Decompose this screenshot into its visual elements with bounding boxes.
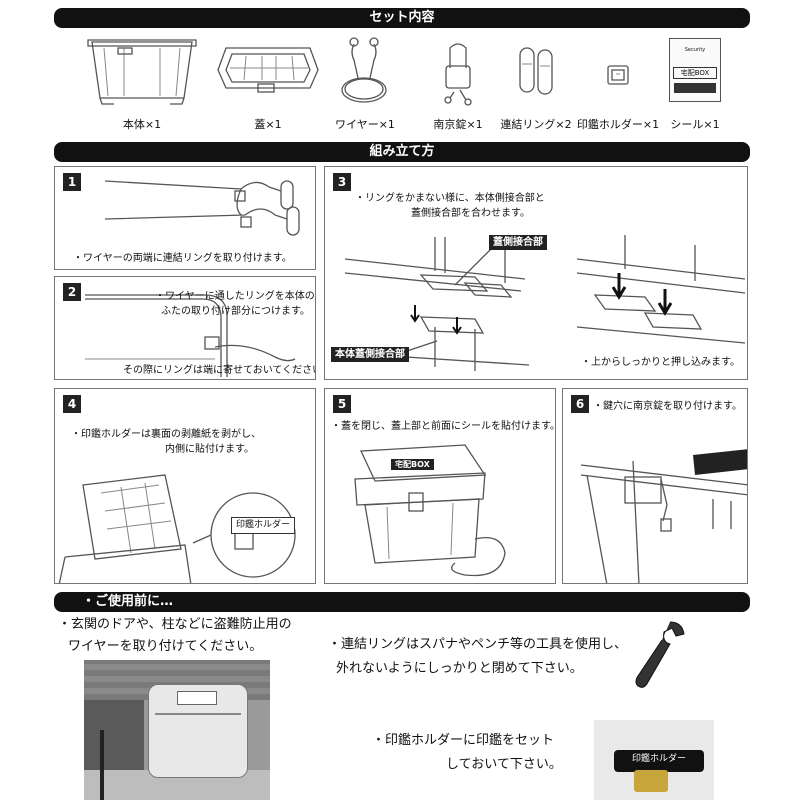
step-6-panel: 6 ・鍵穴に南京錠を取り付けます。 bbox=[562, 388, 748, 584]
sticker-security-text: Security bbox=[684, 47, 706, 53]
step-1-panel: 1 ・ワイヤーの両端に連結リングを取り付けます。 bbox=[54, 166, 316, 270]
sticker-box-text: 宅配BOX bbox=[673, 67, 717, 79]
ring-note-line2: 外れないようにしっかりと閉めて下さい。 bbox=[336, 661, 583, 676]
box-lid-icon bbox=[217, 47, 319, 93]
wire-note-line2: ワイヤーを取り付けてください。 bbox=[68, 639, 263, 654]
item-label: シール×1 bbox=[670, 118, 720, 131]
padlock-icon bbox=[444, 43, 472, 106]
seal-holder-body bbox=[614, 750, 704, 772]
closed-box-illustration bbox=[354, 444, 506, 577]
item-lid: 蓋×1 bbox=[212, 34, 324, 131]
step-5-panel: 5 ・蓋を閉じ、蓋上部と前面にシールを貼付けます。 宅配BOX bbox=[324, 388, 556, 584]
step-number: 1 bbox=[63, 173, 81, 191]
step-5-text: ・蓋を閉じ、蓋上部と前面にシールを貼付けます。 bbox=[331, 421, 556, 432]
pole bbox=[100, 730, 104, 800]
step-number: 5 bbox=[333, 395, 351, 413]
assembly-section-header: 組み立て方 bbox=[54, 142, 750, 162]
step-4-panel: 4 ・印鑑ホルダーは裏面の剥離紙を剥がし、 内側に貼付けます。 印鑑ホルダー bbox=[54, 388, 316, 584]
step-4-text-line1: ・印鑑ホルダーは裏面の剥離紙を剥がし、 bbox=[71, 429, 261, 440]
lid-joint-tag: 蓋側接合部 bbox=[489, 235, 547, 250]
item-label: 南京錠×1 bbox=[433, 118, 483, 131]
wire-icon bbox=[341, 37, 387, 103]
ring-attach-illustration bbox=[85, 294, 296, 377]
item-link-ring: 連結リング×2 bbox=[496, 34, 576, 131]
box-window bbox=[177, 691, 217, 705]
item-seal-holder: 印鑑ホルダー×1 bbox=[576, 34, 660, 131]
step-1-text: ・ワイヤーの両端に連結リングを取り付けます。 bbox=[73, 253, 292, 264]
item-label: ワイヤー×1 bbox=[335, 118, 395, 131]
step-3-text-line1: ・リングをかまない様に、本体側接合部と bbox=[355, 193, 545, 204]
step-2-text-line2: ふたの取り付け部分につけます。 bbox=[161, 306, 310, 317]
seal-holder-photo-label: 印鑑ホルダー bbox=[631, 754, 686, 764]
body-joint-tag: 本体蓋側接合部 bbox=[331, 347, 409, 362]
wire-ring-illustration bbox=[104, 180, 300, 236]
delivery-box-photo bbox=[148, 684, 248, 778]
joint-alignment-illustration bbox=[344, 235, 746, 371]
holder-attach-illustration bbox=[58, 474, 296, 583]
seal-note-line1: ・印鑑ホルダーに印鑑をセット bbox=[372, 733, 555, 748]
padlock-attach-illustration bbox=[580, 449, 747, 583]
box-body-icon bbox=[87, 39, 197, 105]
box-seam bbox=[155, 713, 241, 715]
step-3-text-line2: 蓋側接合部を合わせます。 bbox=[411, 208, 530, 219]
seal-holder-icon bbox=[607, 65, 629, 85]
lid-sticker: 宅配BOX bbox=[391, 459, 434, 470]
item-box-body: 本体×1 bbox=[84, 34, 200, 131]
item-label: 印鑑ホルダー×1 bbox=[576, 118, 660, 131]
entrance-photo bbox=[84, 660, 270, 800]
step-3-panel: 3 ・リングをかまない様に、本体側接合部と 蓋側接合部を合わせます。 蓋側接合部… bbox=[324, 166, 748, 380]
ring-note-line1: ・連結リングはスパナやペンチ等の工具を使用し、 bbox=[328, 637, 628, 652]
wire-note-line1: ・玄関のドアや、柱などに盗難防止用の bbox=[58, 617, 292, 632]
seal-stamp bbox=[634, 770, 668, 792]
step-6-text: ・鍵穴に南京錠を取り付けます。 bbox=[593, 401, 742, 412]
step-3-note: ・上からしっかりと押し込みます。 bbox=[581, 357, 740, 368]
seal-holder-photo: 印鑑ホルダー bbox=[594, 720, 714, 800]
item-padlock: 南京錠×1 bbox=[426, 34, 490, 131]
sticker-dark-strip bbox=[674, 83, 716, 93]
item-label: 本体×1 bbox=[122, 118, 162, 131]
link-ring-icon bbox=[519, 47, 553, 95]
step-number: 4 bbox=[63, 395, 81, 413]
contents-section-header: セット内容 bbox=[54, 8, 750, 28]
step-number: 6 bbox=[571, 395, 589, 413]
step-number: 2 bbox=[63, 283, 81, 301]
step-4-text-line2: 内側に貼付けます。 bbox=[165, 444, 254, 455]
before-use-section-header: ・ご使用前に… bbox=[54, 592, 750, 612]
sticker-sheet: Security 宅配BOX bbox=[669, 38, 721, 102]
wrench-icon bbox=[635, 621, 685, 688]
step-2-panel: 2 ・ワイヤーに通したリングを本体の ふたの取り付け部分につけます。 その際にリ… bbox=[54, 276, 316, 380]
step-2-text-line1: ・ワイヤーに通したリングを本体の bbox=[155, 291, 315, 302]
item-sticker: Security 宅配BOX シール×1 bbox=[660, 34, 730, 131]
holder-label: 印鑑ホルダー bbox=[231, 517, 296, 534]
item-wire: ワイヤー×1 bbox=[330, 34, 400, 131]
step-2-note: その際にリングは端に寄せておいてください。 bbox=[123, 365, 316, 376]
item-label: 連結リング×2 bbox=[500, 118, 572, 131]
seal-note-line2: しておいて下さい。 bbox=[446, 757, 562, 772]
step-number: 3 bbox=[333, 173, 351, 191]
item-label: 蓋×1 bbox=[254, 118, 282, 131]
